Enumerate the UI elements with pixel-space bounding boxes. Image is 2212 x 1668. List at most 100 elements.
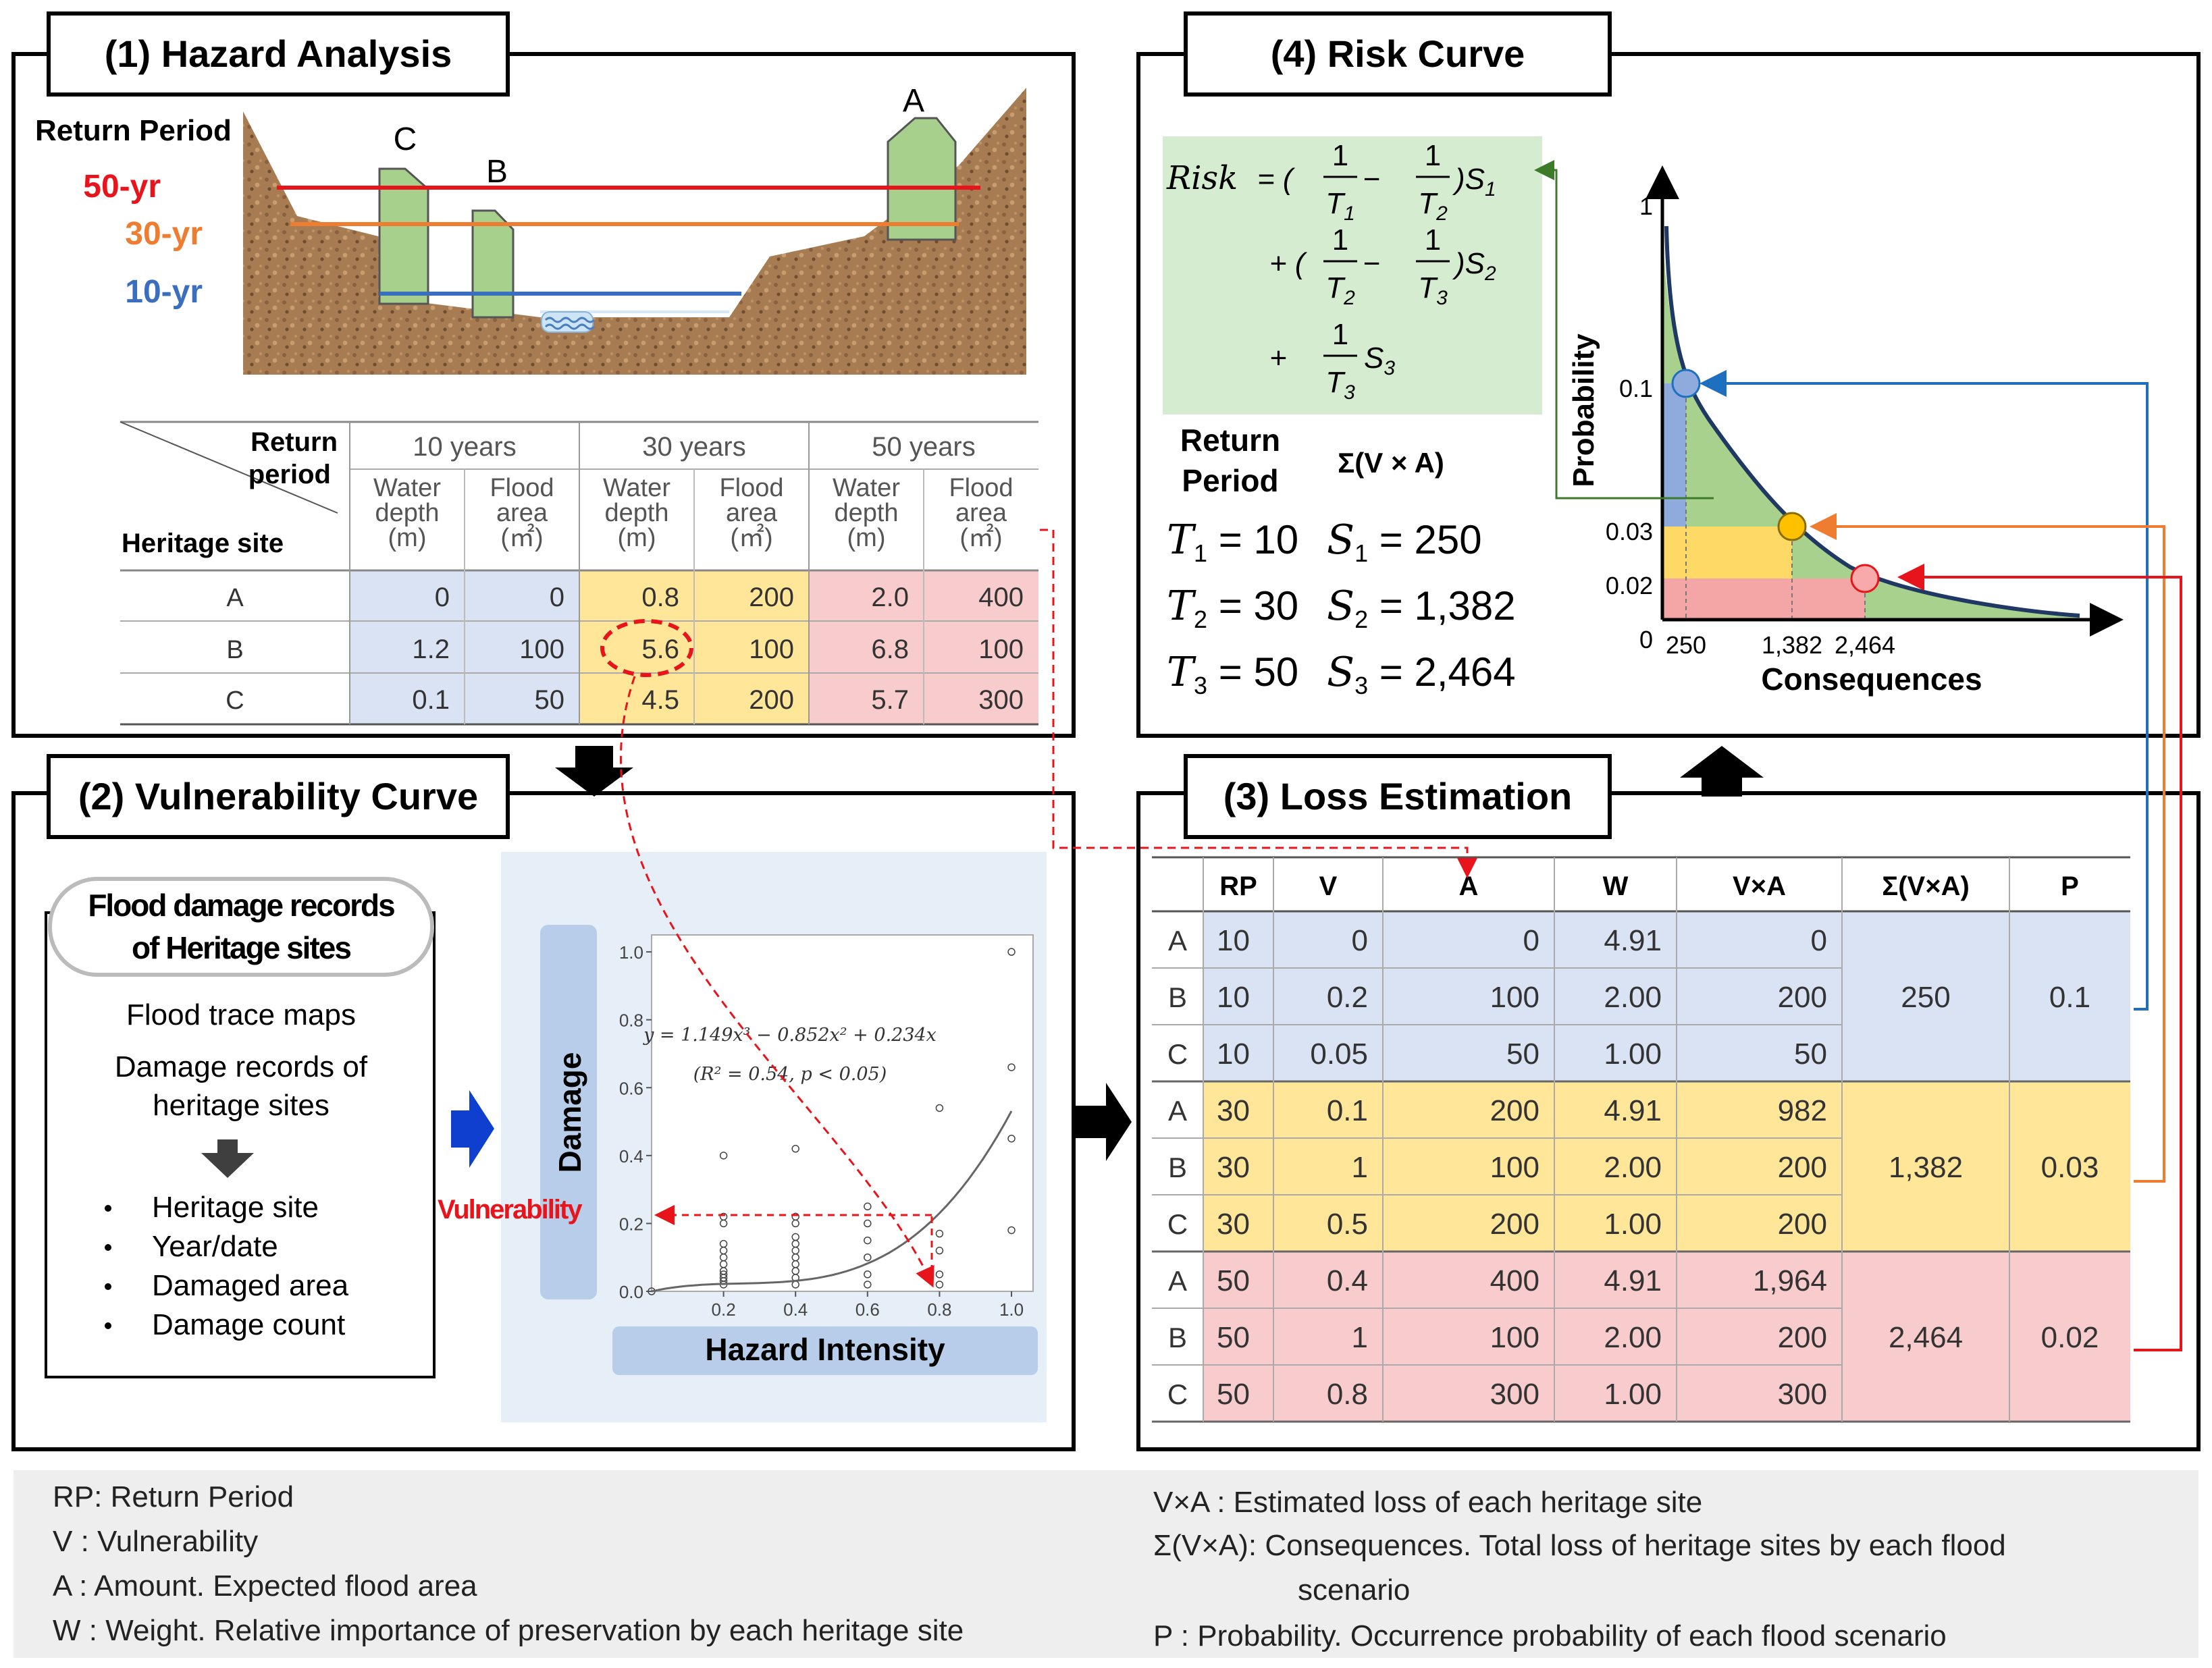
- bullet-item: Heritage site: [152, 1191, 319, 1224]
- loss-cell: 50: [1794, 1038, 1827, 1071]
- loss-group-bg: [1203, 1081, 2130, 1252]
- loss-cell: 200: [1778, 1151, 1827, 1184]
- records-title-2: of Heritage sites: [132, 930, 350, 965]
- hazard-cell: 0.1: [412, 685, 450, 715]
- sub-header: Water: [603, 474, 670, 502]
- vuln-data-point: [791, 1212, 799, 1221]
- rp-label-2: Period: [1182, 463, 1278, 498]
- vuln-data-point: [719, 1239, 728, 1248]
- loss-cell: 0.05: [1310, 1038, 1368, 1071]
- source-trace-maps: Flood trace maps: [126, 998, 356, 1031]
- arrow-up-icon: [1680, 746, 1764, 797]
- sub-header: (m): [388, 524, 427, 552]
- loss-title: (3) Loss Estimation: [1223, 775, 1573, 817]
- vuln-data-point: [864, 1270, 872, 1279]
- sub-header: Flood: [949, 474, 1013, 502]
- sub-header: depth: [604, 499, 668, 527]
- svg-text:1: 1: [1332, 223, 1348, 257]
- risk-ytick: 0.1: [1619, 375, 1653, 402]
- hazard-title-box: [47, 11, 510, 97]
- risk-xtick: 2,464: [1835, 631, 1895, 659]
- loss-cell: 982: [1778, 1094, 1827, 1127]
- loss-header: RP: [1219, 871, 1257, 901]
- legend-right-item: V×A : Estimated loss of each heritage si…: [1153, 1486, 1702, 1519]
- legend-left-item: W : Weight. Relative importance of prese…: [53, 1614, 964, 1647]
- loss-group-bg: [1203, 911, 2130, 1081]
- legend-box: [14, 1470, 2198, 1658]
- risk-point-3: [1850, 564, 1880, 593]
- bullet-item: Damage count: [152, 1308, 345, 1341]
- loss-site: B: [1168, 1322, 1187, 1353]
- risk-ytick: 0.02: [1606, 572, 1653, 599]
- loss-sum: 250: [1901, 981, 1950, 1014]
- vuln-data-point: [1007, 1134, 1016, 1143]
- s-value: S2 = 1,382: [1327, 583, 1516, 633]
- sub-header: depth: [834, 499, 898, 527]
- loss-rp: 50: [1217, 1264, 1250, 1297]
- site-name: C: [226, 687, 244, 715]
- vulnerability-title-box: [47, 754, 510, 839]
- connector-depth-curve: [619, 676, 934, 1288]
- vuln-data-point: [935, 1229, 944, 1238]
- site-label-b: B: [486, 154, 508, 190]
- hazard-cell: 0: [550, 583, 564, 612]
- svg-text:= (: = (: [1257, 163, 1296, 196]
- loss-header: A: [1459, 871, 1479, 901]
- source-damage-records-1: Damage records of: [115, 1050, 368, 1083]
- loss-rp: 50: [1217, 1321, 1250, 1354]
- loss-p: 0.02: [2041, 1321, 2099, 1354]
- rp-label-1: Return: [1180, 423, 1280, 458]
- s-value: S3 = 2,464: [1327, 649, 1516, 699]
- vuln-xtick: 0.8: [927, 1299, 951, 1320]
- sub-header: Water: [833, 474, 900, 502]
- loss-rp: 10: [1217, 981, 1250, 1014]
- site-name: A: [226, 584, 244, 612]
- sub-header: depth: [375, 499, 439, 527]
- loss-site: B: [1168, 981, 1187, 1013]
- t-value: T3 = 50: [1167, 649, 1298, 699]
- hazard-cell: 200: [749, 685, 794, 715]
- vuln-data-point: [1007, 1063, 1016, 1071]
- loss-cell: 0.1: [1327, 1094, 1368, 1127]
- loss-cell: 0: [1811, 924, 1827, 957]
- loss-sum: 1,382: [1889, 1151, 1963, 1184]
- vuln-ytick: 0.2: [619, 1214, 643, 1234]
- loss-cell: 1,964: [1753, 1264, 1827, 1297]
- loss-cell: 300: [1490, 1378, 1539, 1411]
- vuln-data-point: [719, 1152, 728, 1160]
- loss-cell: 100: [1490, 1151, 1539, 1184]
- hazard-cell: 200: [749, 583, 794, 612]
- loss-cell: 2.00: [1604, 1321, 1662, 1354]
- return-period-label: Return Period: [35, 114, 232, 147]
- sub-header: (㎡): [500, 524, 543, 552]
- period-header: 50 years: [872, 432, 975, 462]
- loss-cell: 1: [1352, 1321, 1368, 1354]
- risk-curve-line: [1664, 225, 2080, 618]
- hazard-cell: 6.8: [871, 635, 909, 664]
- risk-ytick: 1: [1639, 192, 1653, 220]
- hazard-cell: 4.5: [641, 685, 679, 715]
- svg-text:1: 1: [1425, 223, 1441, 257]
- vuln-data-point: [1007, 1226, 1016, 1235]
- legend-right-item: P : Probability. Occurrence probability …: [1153, 1619, 1947, 1652]
- loss-rp: 30: [1217, 1094, 1250, 1127]
- bullet-dot: [105, 1205, 111, 1212]
- s-value: S1 = 250: [1327, 516, 1482, 567]
- svg-text:1: 1: [1425, 139, 1441, 172]
- hazard-table: Return period Heritage site: [120, 421, 1038, 726]
- risk-area-green: [1662, 226, 2080, 620]
- vuln-ytick: 0.6: [619, 1078, 643, 1098]
- loss-header: V×A: [1733, 871, 1786, 901]
- vuln-data-point: [935, 1281, 944, 1289]
- vuln-data-point: [791, 1145, 799, 1153]
- bullet-dot: [105, 1283, 111, 1290]
- site-name: B: [226, 636, 243, 664]
- loss-title-box: [1184, 754, 1612, 839]
- period-header: 30 years: [642, 432, 745, 462]
- consequences-axis-label: Consequences: [1761, 662, 1982, 697]
- sub-header: (㎡): [730, 524, 772, 552]
